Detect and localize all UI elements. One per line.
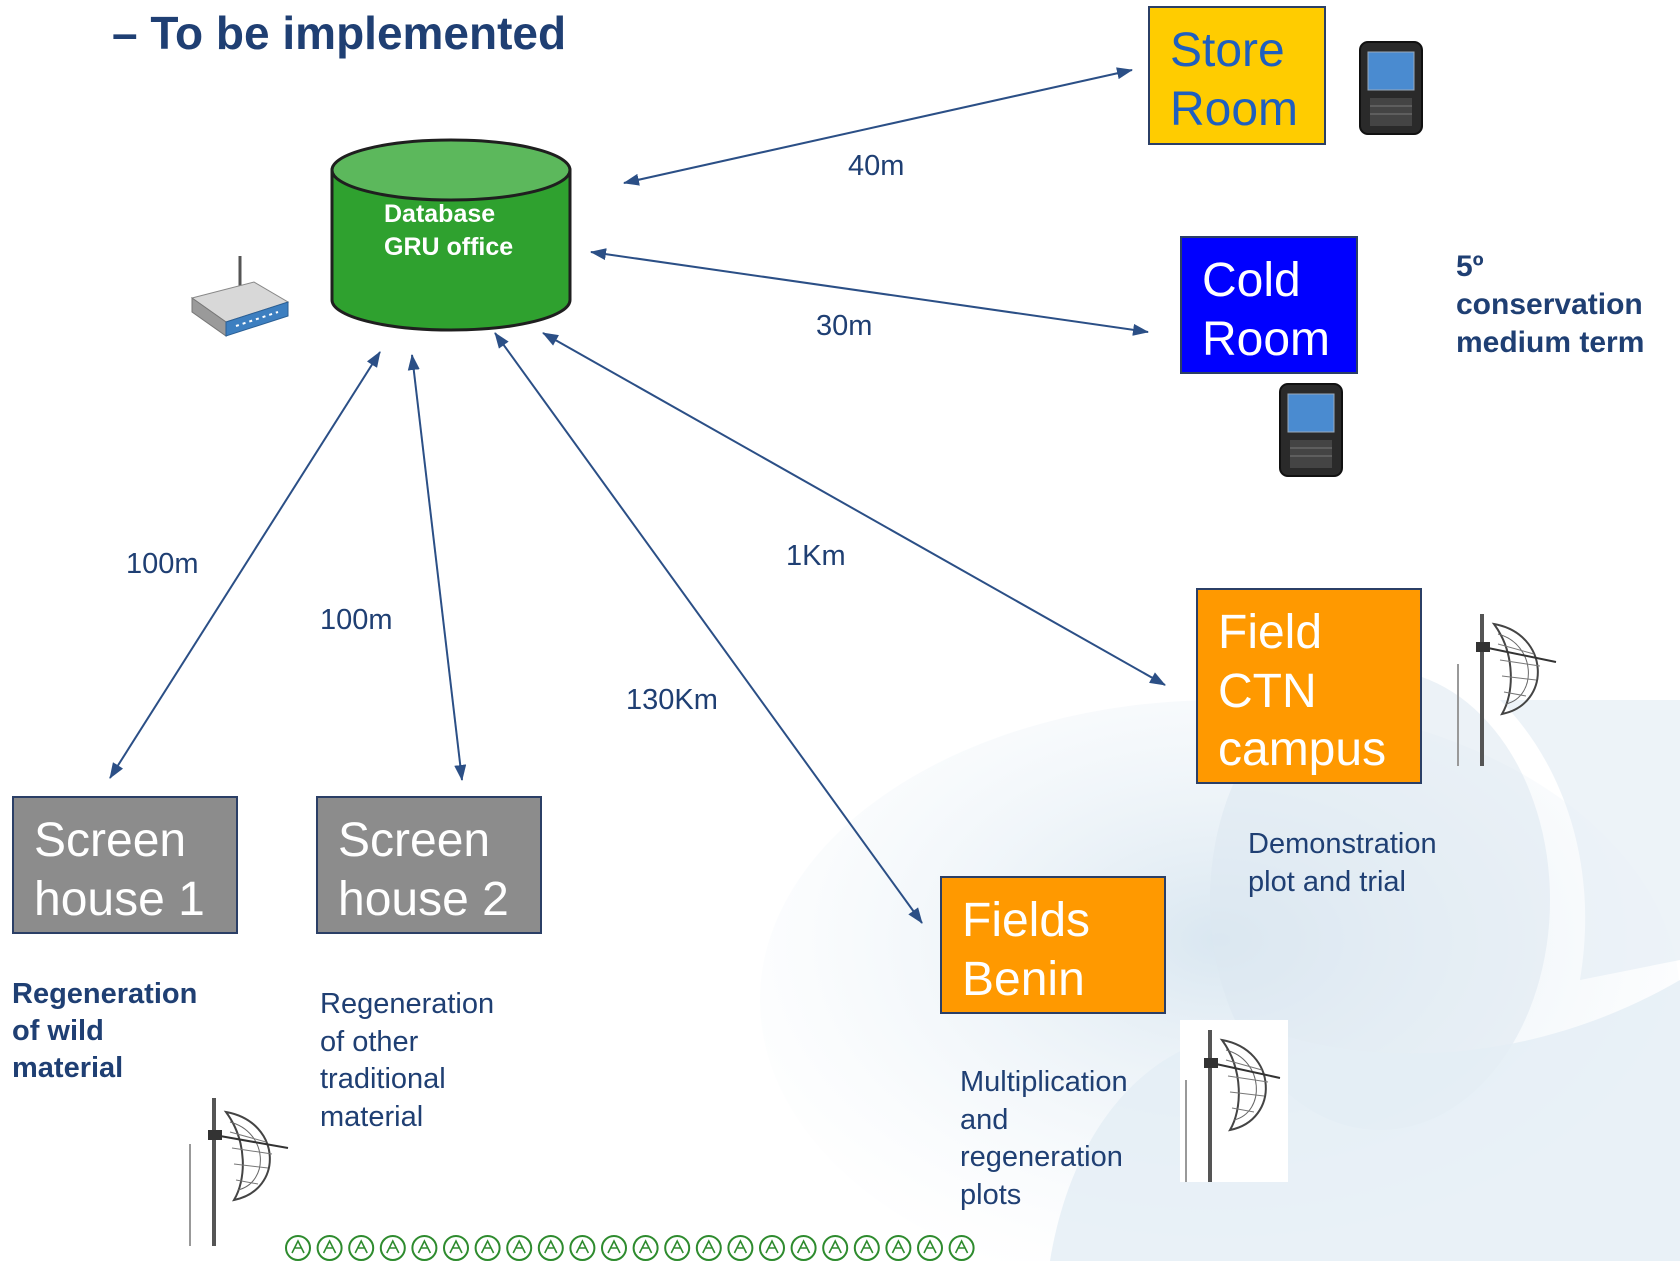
screen-house-2-line-2: house 2: [338, 872, 509, 926]
distance-label-screen-house-2: 100m: [320, 604, 393, 636]
screen-house-1-note: Regeneration of wild material: [12, 976, 197, 1087]
footer-logo-mark: [759, 1235, 785, 1261]
field-ctn-campus-box: Field CTN campus: [1196, 588, 1422, 784]
arrow-to-screen-house-1: [109, 351, 381, 779]
arrow-to-fields-benin: [494, 332, 923, 924]
footer-logo-mark: [316, 1235, 343, 1261]
footer-logo-mark: [474, 1235, 501, 1261]
distance-label-fields-benin: 130Km: [626, 684, 718, 716]
footer-logo-mark: [727, 1235, 754, 1261]
footer-logo-mark: [379, 1235, 406, 1261]
footer-logo-mark: [411, 1235, 438, 1261]
footer-logo-mark: [853, 1235, 880, 1261]
screen-house-1-line-1: Screen: [34, 814, 187, 867]
screen-house-2-note-line-3: traditional: [320, 1063, 446, 1096]
screen-house-2-note: Regeneration of other traditional materi…: [320, 986, 494, 1137]
store-room-line-2: Room: [1170, 82, 1299, 136]
distance-label-cold-room: 30m: [816, 310, 873, 342]
database-label-line-1: Database: [384, 200, 496, 228]
arrow-to-field-ctn: [542, 332, 1166, 686]
screen-house-2-note-line-4: material: [320, 1101, 424, 1134]
footer-logo-mark: [443, 1235, 469, 1261]
footer-logo-mark: [537, 1235, 564, 1261]
store-room-line-1: Store: [1170, 24, 1285, 77]
footer-logo-mark: [569, 1235, 596, 1261]
fields-benin-note-line-3: regeneration: [960, 1141, 1123, 1174]
slide-heading: – To be implemented: [112, 7, 567, 59]
cold-room-note: 5º conservation medium term: [1456, 248, 1644, 362]
handheld-scanner-icon: [1359, 41, 1423, 135]
footer-logo-mark: [285, 1235, 311, 1261]
arrow-to-cold-room: [590, 248, 1149, 336]
field-ctn-note-line-1: Demonstration: [1248, 828, 1437, 860]
field-ctn-line-3: campus: [1218, 723, 1387, 777]
cold-room-note-line-1: 5º: [1456, 250, 1484, 283]
footer-logo-mark: [664, 1235, 691, 1261]
grid-antenna-icon: [189, 1098, 289, 1246]
footer-logo-mark: [695, 1235, 722, 1261]
store-room-box: Store Room: [1148, 6, 1326, 145]
footer-logo-mark: [601, 1235, 627, 1261]
footer-logo-mark: [948, 1235, 975, 1261]
handheld-scanner-icon: [1279, 383, 1343, 477]
screen-house-1-line-2: house 1: [34, 872, 205, 926]
distance-label-screen-house-1: 100m: [126, 548, 199, 580]
fields-benin-box: Fields Benin: [940, 876, 1166, 1014]
fields-benin-note-line-2: and: [960, 1103, 1009, 1136]
distance-label-field-ctn: 1Km: [786, 540, 846, 572]
fields-benin-line-2: Benin: [962, 952, 1085, 1006]
distance-label-store-room: 40m: [848, 150, 905, 182]
fields-benin-note-line-4: plots: [960, 1179, 1022, 1212]
screen-house-2-box: Screen house 2: [316, 796, 542, 934]
field-ctn-line-1: Field: [1218, 606, 1323, 659]
footer-logo-mark: [632, 1235, 659, 1261]
screen-house-1-box: Screen house 1: [12, 796, 238, 934]
fields-benin-note-line-1: Multiplication: [960, 1066, 1128, 1098]
screen-house-1-note-line-2: of wild: [12, 1015, 104, 1048]
grid-antenna-icon: [1457, 614, 1557, 766]
footer-logo-mark: [885, 1235, 912, 1261]
wireless-router-icon: [190, 256, 290, 337]
footer-logo-mark: [917, 1235, 943, 1261]
arrow-to-store-room: [623, 67, 1133, 186]
screen-house-2-note-line-1: Regeneration: [320, 988, 495, 1020]
cold-room-line-2: Room: [1202, 312, 1331, 366]
institution-logo-icon: [285, 1235, 975, 1261]
screen-house-2-note-line-2: of other: [320, 1025, 419, 1058]
fields-benin-line-1: Fields: [962, 894, 1091, 947]
cold-room-note-line-3: medium term: [1456, 326, 1645, 360]
cold-room-line-1: Cold: [1202, 254, 1301, 307]
footer-logo-mark: [790, 1235, 817, 1261]
database-label: Database GRU office: [384, 198, 513, 264]
arrow-to-screen-house-2: [407, 354, 467, 781]
footer-logo-mark: [506, 1235, 533, 1261]
field-ctn-note: Demonstration plot and trial: [1248, 826, 1437, 901]
database-cylinder-icon: [330, 138, 572, 332]
cold-room-box: Cold Room: [1180, 236, 1358, 374]
fields-benin-note: Multiplication and regeneration plots: [960, 1064, 1128, 1215]
screen-house-2-line-1: Screen: [338, 814, 491, 867]
screen-house-1-note-line-1: Regeneration: [12, 978, 198, 1010]
field-ctn-note-line-2: plot and trial: [1248, 865, 1406, 898]
cold-room-note-line-2: conservation: [1456, 288, 1643, 322]
field-ctn-line-2: CTN: [1218, 664, 1317, 718]
screen-house-1-note-line-3: material: [12, 1052, 124, 1085]
grid-antenna-icon: [1180, 1020, 1288, 1182]
footer-logo-mark: [822, 1235, 849, 1261]
footer-logo-mark: [348, 1235, 375, 1261]
database-label-line-2: GRU office: [384, 233, 514, 261]
